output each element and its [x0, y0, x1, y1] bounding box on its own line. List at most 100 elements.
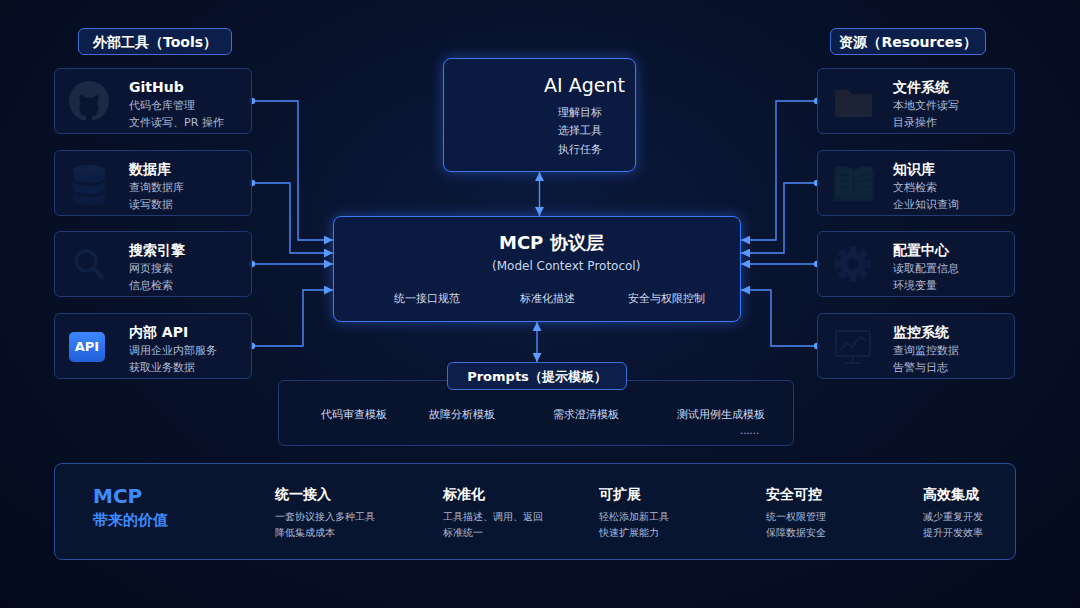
value-text: 轻松添加新工具 [599, 511, 669, 523]
box-text: 读写数据 [129, 198, 173, 211]
bullet-text: 理解目标 [558, 106, 602, 119]
gear-icon [850, 274, 857, 282]
protocol-box: MCP 协议层(Model Context Protocol)统一接口规范标准化… [333, 216, 741, 322]
database-icon [73, 181, 105, 194]
slider-icon [372, 301, 376, 305]
band-divider [200, 478, 201, 545]
feature-divider [481, 289, 482, 307]
slider-icon [368, 291, 384, 305]
template-text: 代码审查模板 [321, 408, 387, 421]
resource-box: 监控系统查询监控数据告警与日志 [817, 313, 1015, 379]
value-text: 提升开发效率 [923, 527, 983, 539]
box-text: 获取业务数据 [129, 361, 195, 374]
extend-icon [557, 506, 583, 528]
server-icon [438, 248, 470, 257]
bullet-text: 选择工具 [558, 124, 602, 137]
band-divider [852, 478, 853, 545]
box-subtitle: (Model Context Protocol) [492, 259, 640, 273]
section-header: 资源（Resources） [830, 28, 986, 55]
template-icon [408, 413, 416, 421]
tool-box: 数据库查询数据库读写数据 [54, 150, 252, 216]
growth-chart-icon [872, 487, 904, 505]
badge-text: API [69, 339, 105, 355]
database-icon [73, 165, 105, 175]
gear-icon [838, 269, 849, 280]
monitor-icon [836, 331, 870, 363]
feature-divider [592, 289, 593, 307]
gear-icon [838, 249, 849, 260]
band-divider [544, 478, 545, 545]
robot-icon [491, 112, 503, 114]
book-icon [840, 175, 869, 188]
github-logo [69, 81, 109, 121]
bullet-text: 执行任务 [558, 143, 602, 156]
box-title: AI Agent [544, 74, 625, 97]
value-title: 高效集成 [923, 486, 979, 503]
server-icon [438, 236, 470, 269]
value-text: 工具描述、调用、返回 [443, 511, 543, 523]
template-icon [532, 413, 540, 421]
server-light [442, 251, 445, 254]
tool-box: GitHub代码仓库管理文件读写、PR 操作 [54, 68, 252, 134]
server-icon [452, 240, 465, 242]
box-text: 文档检索 [893, 181, 937, 194]
box-text: 信息检索 [129, 279, 173, 292]
band-divider [380, 478, 381, 545]
share-icon [225, 504, 235, 514]
band-title: 带来的价值 [93, 511, 168, 529]
shield-check-icon [398, 487, 430, 525]
ellipsis-text: ...... [740, 425, 759, 437]
lock-icon [711, 505, 741, 526]
resource-box: 知识库文档检索企业知识查询 [817, 150, 1015, 216]
connector-arrow [252, 290, 333, 346]
panel-divider [397, 395, 398, 433]
robot-icon [501, 99, 509, 109]
section-header: Prompts（提示模板） [447, 362, 627, 390]
box-title: 搜索引擎 [129, 242, 185, 259]
database-icon [73, 192, 105, 205]
growth-chart-icon [874, 514, 880, 526]
box-title: 配置中心 [893, 242, 949, 259]
template-icon [293, 403, 307, 425]
gear-icon [848, 259, 859, 270]
value-text: 快速扩展能力 [599, 527, 659, 539]
database-icon [73, 165, 105, 205]
search-icon [76, 251, 102, 277]
database-icon [73, 170, 105, 183]
doc-icon [503, 294, 509, 295]
robot-icon [496, 79, 498, 86]
server-icon [452, 264, 465, 266]
header-text: 外部工具（Tools） [79, 34, 231, 51]
template-icon [293, 403, 666, 425]
value-title: 可扩展 [599, 486, 641, 503]
box-text: 调用企业内部服务 [129, 344, 217, 357]
robot-icon [466, 74, 528, 142]
robot-icon [522, 99, 528, 113]
band-title: MCP [93, 484, 142, 508]
shield-icon [606, 290, 620, 307]
doc-icon [503, 300, 509, 301]
value-text: 标准统一 [443, 527, 483, 539]
doc-icon [503, 297, 509, 298]
monitor-icon [852, 356, 854, 362]
slider-icon [368, 302, 384, 303]
gear-icon [835, 261, 843, 268]
lock-icon [711, 489, 741, 526]
band-divider [200, 478, 852, 545]
api-badge: API [69, 332, 105, 362]
robot-icon [478, 129, 516, 142]
share-icon [225, 489, 259, 529]
server-icon [438, 260, 470, 269]
github-logo [79, 95, 98, 121]
gear-icon [840, 251, 866, 277]
gear-icon [858, 269, 869, 280]
connector-arrow [741, 183, 817, 253]
box-text: 企业知识查询 [893, 198, 959, 211]
folder-icon [835, 90, 872, 117]
header-text: Prompts（提示模板） [448, 369, 626, 385]
panel-divider [397, 395, 637, 433]
shield-check-icon [398, 487, 430, 525]
box-text: 环境变量 [893, 279, 937, 292]
